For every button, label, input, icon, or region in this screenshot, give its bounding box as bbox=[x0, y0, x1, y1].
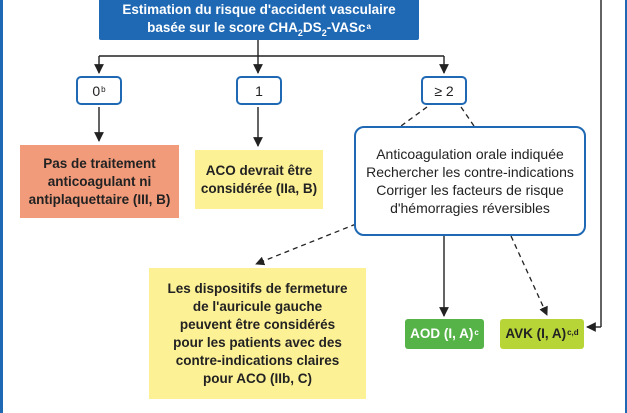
score-2-label: ≥ 2 bbox=[434, 82, 454, 99]
appendage-closure-box: Les dispositifs de fermeture de l'auricu… bbox=[149, 268, 366, 399]
aod-footnote: c bbox=[474, 328, 479, 337]
closure-line-5: contre-indications claires bbox=[175, 352, 340, 368]
score-0-footnote: b bbox=[101, 85, 106, 94]
aod-box: AOD (I, A)c bbox=[405, 319, 484, 349]
no-treatment-line-2: anticoagulant ni bbox=[47, 173, 152, 189]
avk-text: AVK (I, A)c,d bbox=[505, 325, 578, 343]
no-treatment-line-1: Pas de traitement bbox=[43, 155, 156, 171]
aod-text: AOD (I, A)c bbox=[410, 325, 479, 343]
closure-line-1: Les dispositifs de fermeture bbox=[167, 280, 348, 296]
oral-anticoagulation-box: Anticoagulation orale indiquée Recherche… bbox=[354, 126, 586, 236]
no-treatment-box: Pas de traitement anticoagulant ni antip… bbox=[20, 145, 179, 218]
title-line-1: Estimation du risque d'accident vasculai… bbox=[122, 1, 396, 17]
score-0-label: 0 bbox=[92, 82, 101, 99]
score-box-2: ≥ 2 bbox=[421, 76, 467, 105]
title-line-2-mid: DS bbox=[302, 19, 322, 35]
title-subscript-2: 2 bbox=[321, 27, 327, 38]
oral-anticoag-line-4: d'hémorragies réversibles bbox=[390, 200, 550, 216]
title-subscript-1: 2 bbox=[297, 27, 303, 38]
closure-line-4: pour les patients avec des bbox=[173, 334, 342, 350]
avk-box: AVK (I, A)c,d bbox=[500, 319, 584, 349]
oral-anticoag-line-2: Rechercher les contre-indications bbox=[366, 164, 574, 180]
title-line-2-start: basée sur le score CHA bbox=[147, 19, 298, 35]
score-box-1: 1 bbox=[236, 76, 282, 105]
oral-anticoag-line-3: Corriger les facteurs de risque bbox=[376, 182, 564, 198]
aco-considered-line-1: ACO devrait être bbox=[205, 162, 313, 178]
aco-considered-box: ACO devrait être considérée (IIa, B) bbox=[195, 150, 323, 209]
title-line-2: basée sur le score CHA2DS2-VASca bbox=[147, 19, 371, 38]
avk-footnote: c,d bbox=[567, 328, 579, 337]
risk-estimation-title: Estimation du risque d'accident vasculai… bbox=[99, 0, 419, 40]
title-line-2-end: -VASc bbox=[326, 19, 366, 35]
oral-anticoag-line-1: Anticoagulation orale indiquée bbox=[376, 146, 564, 162]
closure-line-3: peuvent être considérés bbox=[179, 316, 336, 332]
frame-left-border bbox=[0, 0, 3, 413]
aco-considered-line-2: considérée (IIa, B) bbox=[200, 180, 318, 196]
dashed-score2-right bbox=[460, 106, 475, 127]
title-footnote-a: a bbox=[366, 21, 371, 31]
dashed-oral-to-avk bbox=[510, 235, 548, 316]
frame-right-border bbox=[625, 0, 627, 413]
dashed-score2-left bbox=[400, 106, 428, 127]
closure-line-2: de l'auricule gauche bbox=[192, 298, 323, 314]
avk-label: AVK (I, A) bbox=[505, 326, 567, 341]
dashed-oral-to-closure bbox=[255, 223, 357, 266]
score-1-label: 1 bbox=[255, 82, 263, 99]
no-treatment-line-3: antiplaquettaire (III, B) bbox=[28, 191, 171, 207]
aod-label: AOD (I, A) bbox=[410, 326, 474, 341]
closure-line-6: pour ACO (IIb, C) bbox=[203, 370, 312, 386]
